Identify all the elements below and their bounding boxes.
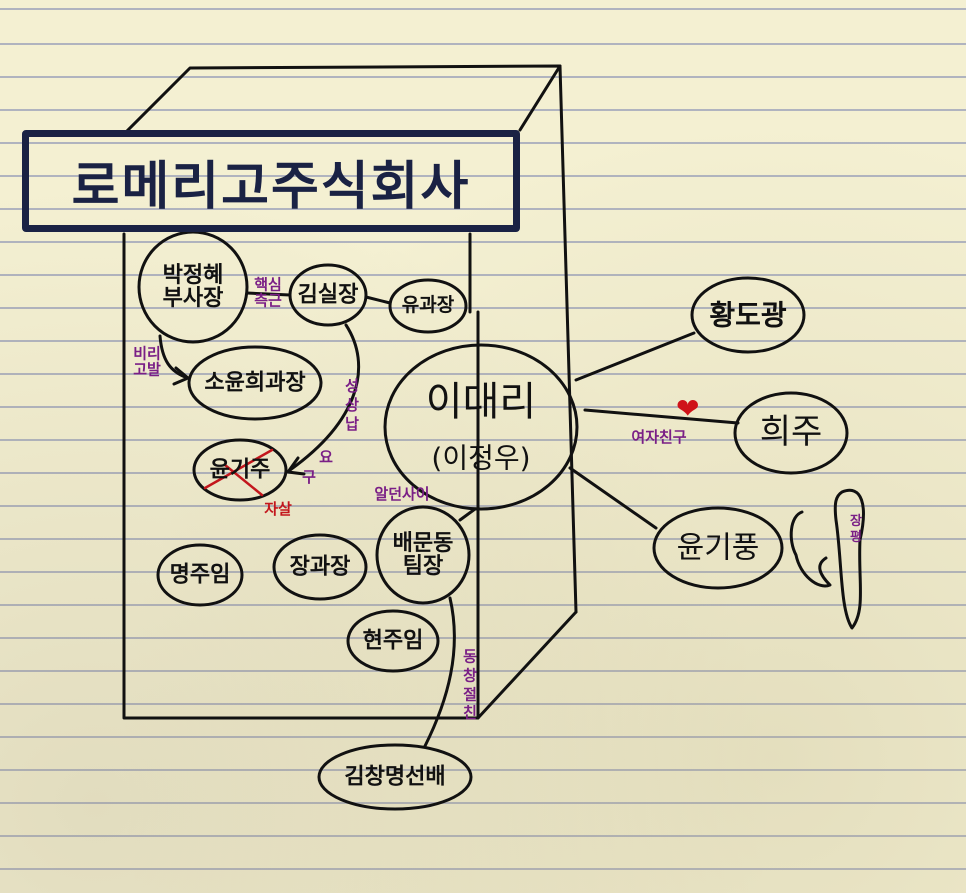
edge-lee-bae xyxy=(458,507,477,522)
node-yu: 유과장 xyxy=(401,294,455,317)
edge-lee-hwang xyxy=(574,331,696,382)
node-hwang: 황도광 xyxy=(709,298,787,332)
note-alt-deoksinae: 알던사이 xyxy=(374,485,430,504)
edge-lee-hee xyxy=(583,408,740,425)
note-suicide: 자살 xyxy=(264,500,292,519)
kneeling-figure xyxy=(789,510,832,588)
node-outline-lee xyxy=(383,343,579,511)
building-front xyxy=(122,232,480,720)
edge-kim-yu xyxy=(364,295,392,305)
note-yo: 요 xyxy=(319,448,333,467)
arrowhead-yun-gyeju xyxy=(286,456,306,476)
node-outline-yun-gipung xyxy=(652,506,784,590)
note-corruption-report: 비리 고발 xyxy=(133,344,161,378)
node-outline-hee xyxy=(733,391,849,475)
strike-yun-gyeju xyxy=(203,448,274,490)
node-outline-hwang xyxy=(690,276,806,354)
note-gu: 구 xyxy=(302,468,316,487)
note-classmate-friend: 동창절친 xyxy=(463,647,477,722)
node-myeong: 명주임 xyxy=(169,562,231,588)
edge-park-kim xyxy=(245,291,292,297)
node-outline-jang xyxy=(272,533,368,601)
node-outline-kim-chang xyxy=(317,743,473,811)
note-girlfriend: 여자친구 xyxy=(631,428,687,447)
node-bae: 배문동 팀장 xyxy=(392,530,454,579)
node-kim-chang: 김창명선배 xyxy=(344,764,446,790)
company-title: 로메리고주식회사 xyxy=(71,156,471,217)
node-jang: 장과장 xyxy=(289,554,351,580)
node-hyeon: 현주임 xyxy=(362,628,424,654)
node-outline-yun-gyeju xyxy=(192,438,288,502)
node-lee-sub: (이정우) xyxy=(431,441,531,475)
node-kim-sil: 김실장 xyxy=(297,282,359,308)
node-outline-bae xyxy=(375,505,471,605)
node-park: 박정혜 부사장 xyxy=(162,262,224,311)
building-bottom-right xyxy=(476,610,578,720)
node-outline-so xyxy=(187,345,323,421)
edge-kim-yun-gyeju xyxy=(288,323,361,472)
note-core-aide: 핵심 측근 xyxy=(254,275,282,309)
company-title-box: 로메리고주식회사 xyxy=(22,130,520,232)
building-top xyxy=(122,64,562,136)
node-outline-yu xyxy=(388,278,468,334)
node-outline-hyeon xyxy=(346,609,440,673)
building-right-back xyxy=(558,64,578,614)
edge-bae-kim-chang xyxy=(423,596,456,748)
edge-lee-yun-gipung xyxy=(568,466,658,530)
node-outline-myeong xyxy=(156,543,244,607)
node-lee: 이대리 xyxy=(425,379,537,425)
note-sexual-bribery: 성상납 xyxy=(345,376,359,433)
arrowhead-so xyxy=(172,366,190,386)
node-outline-park xyxy=(137,230,249,344)
node-yun-gyeju: 윤기주 xyxy=(209,457,271,483)
note-jangpyeong: 장평 xyxy=(850,513,862,545)
node-so: 소윤희과장 xyxy=(204,370,306,396)
node-yun-gipung: 윤기풍 xyxy=(676,530,760,566)
coffin-figure xyxy=(833,488,865,630)
heart-icon: ❤ xyxy=(676,392,700,425)
node-hee: 희주 xyxy=(759,412,823,453)
